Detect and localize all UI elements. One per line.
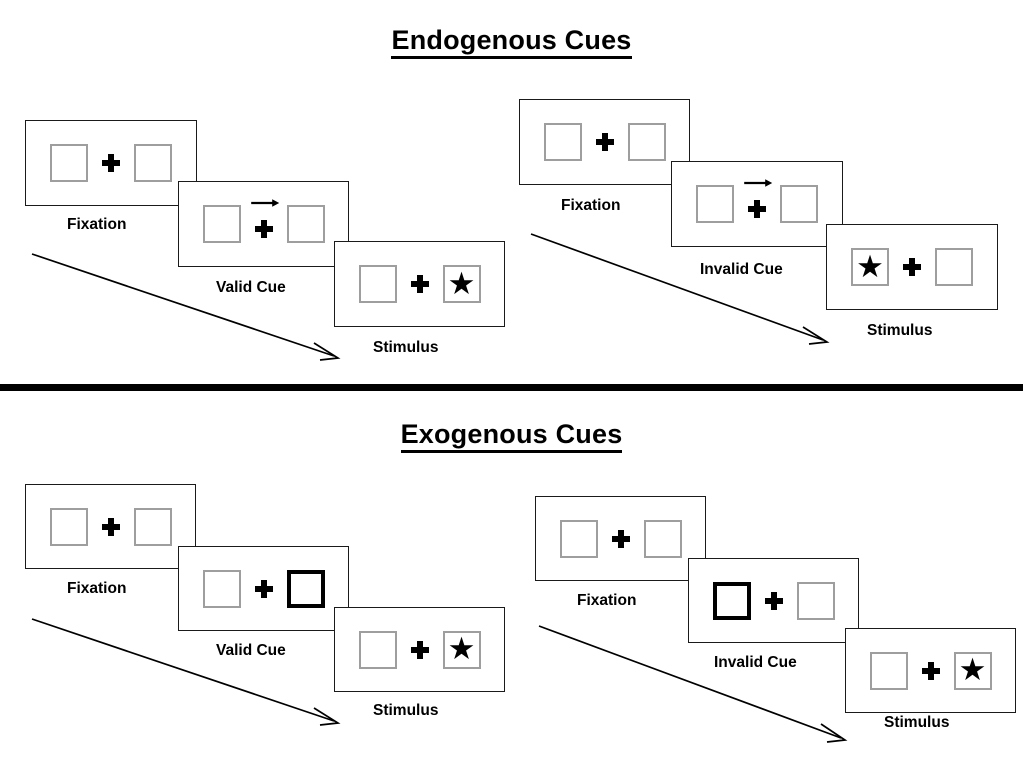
placeholder-box-left-cued[interactable]: [712, 581, 751, 620]
center-slot: [598, 513, 644, 565]
star-icon: ★: [856, 248, 884, 284]
step-caption-exogenous-invalid-stimulus: Stimulus: [884, 714, 950, 731]
trial-frame-exogenous-valid-fixation[interactable]: [25, 484, 196, 569]
section-title-endogenous-text: Endogenous Cues: [391, 25, 632, 59]
placeholder-box-right[interactable]: [286, 205, 325, 243]
fixation-cross-icon: [102, 154, 120, 172]
fixation-cross-icon: [764, 591, 783, 610]
section-divider: [0, 384, 1023, 391]
center-slot: [88, 501, 134, 553]
placeholder-box-right[interactable]: [796, 581, 835, 620]
center-slot: [889, 241, 935, 293]
step-caption-endogenous-valid-stimulus: Stimulus: [373, 339, 439, 356]
trial-frame-endogenous-valid-stimulus[interactable]: ★: [334, 241, 505, 327]
step-caption-exogenous-invalid-cue: Invalid Cue: [714, 654, 797, 671]
fixation-cross-icon: [595, 133, 614, 151]
placeholder-box-right[interactable]: [935, 248, 973, 286]
trial-frame-exogenous-invalid-stimulus[interactable]: ★: [845, 628, 1016, 713]
step-caption-exogenous-valid-fixation: Fixation: [67, 580, 127, 597]
center-slot: [582, 116, 628, 168]
trial-frame-exogenous-valid-stimulus[interactable]: ★: [334, 607, 505, 692]
placeholder-box-left[interactable]: [202, 205, 241, 243]
step-caption-endogenous-invalid-cue: Invalid Cue: [700, 261, 783, 278]
section-title-exogenous: Exogenous Cues: [0, 419, 1023, 453]
fixation-cross-icon: [903, 258, 921, 276]
placeholder-box-left[interactable]: [358, 630, 397, 669]
placeholder-box-right-target[interactable]: ★: [442, 265, 481, 303]
placeholder-box-right[interactable]: [627, 123, 666, 161]
step-caption-endogenous-invalid-fixation: Fixation: [561, 197, 621, 214]
fixation-cross-icon: [101, 517, 120, 536]
step-caption-endogenous-valid-fixation: Fixation: [67, 216, 127, 233]
trial-frame-exogenous-invalid-cue[interactable]: [688, 558, 859, 643]
trial-frame-endogenous-invalid-fixation[interactable]: [519, 99, 690, 185]
placeholder-box-left[interactable]: [696, 185, 734, 223]
center-slot: [397, 258, 443, 310]
placeholder-box-right[interactable]: [780, 185, 818, 223]
center-slot: [397, 624, 443, 676]
trial-frame-exogenous-valid-cue[interactable]: [178, 546, 349, 631]
arrow-right-icon: [250, 199, 279, 207]
placeholder-box-right[interactable]: [133, 507, 172, 546]
placeholder-box-right-target[interactable]: ★: [442, 630, 481, 669]
trial-frame-exogenous-invalid-fixation[interactable]: [535, 496, 706, 581]
trial-frame-endogenous-invalid-cue[interactable]: [671, 161, 843, 247]
time-progression-arrow: [31, 618, 341, 726]
placeholder-box-left[interactable]: [202, 569, 241, 608]
step-caption-endogenous-valid-cue: Valid Cue: [216, 279, 286, 296]
placeholder-box-left[interactable]: [49, 507, 88, 546]
fixation-cross-icon: [410, 640, 429, 659]
center-slot: [241, 198, 287, 250]
placeholder-box-right[interactable]: [643, 519, 682, 558]
center-slot: [751, 575, 797, 627]
step-caption-exogenous-valid-stimulus: Stimulus: [373, 702, 439, 719]
star-icon: ★: [447, 265, 476, 301]
step-caption-exogenous-invalid-fixation: Fixation: [577, 592, 637, 609]
trial-frame-endogenous-valid-fixation[interactable]: [25, 120, 197, 206]
placeholder-box-left[interactable]: [50, 144, 88, 182]
fixation-cross-icon: [410, 275, 429, 293]
placeholder-box-right-cued[interactable]: [286, 569, 325, 608]
fixation-cross-icon: [254, 219, 273, 238]
placeholder-box-left-target[interactable]: ★: [851, 248, 889, 286]
placeholder-box-left[interactable]: [543, 123, 582, 161]
placeholder-box-left[interactable]: [869, 651, 908, 690]
section-title-endogenous: Endogenous Cues: [0, 25, 1023, 59]
center-slot: [241, 563, 287, 615]
placeholder-box-left[interactable]: [559, 519, 598, 558]
placeholder-box-right-target[interactable]: ★: [953, 651, 992, 690]
section-title-exogenous-text: Exogenous Cues: [400, 419, 623, 453]
fixation-cross-icon: [921, 661, 940, 680]
step-caption-endogenous-invalid-stimulus: Stimulus: [867, 322, 933, 339]
arrow-right-icon: [744, 179, 773, 187]
center-slot: [88, 137, 134, 189]
trial-frame-endogenous-invalid-stimulus[interactable]: ★: [826, 224, 998, 310]
fixation-cross-icon: [748, 199, 766, 218]
center-slot: [908, 645, 954, 697]
fixation-cross-icon: [254, 579, 273, 598]
placeholder-box-right[interactable]: [134, 144, 172, 182]
trial-frame-endogenous-valid-cue[interactable]: [178, 181, 349, 267]
placeholder-box-left[interactable]: [358, 265, 397, 303]
star-icon: ★: [958, 652, 987, 687]
fixation-cross-icon: [611, 529, 630, 548]
step-caption-exogenous-valid-cue: Valid Cue: [216, 642, 286, 659]
star-icon: ★: [447, 631, 476, 666]
center-slot: [734, 178, 780, 230]
